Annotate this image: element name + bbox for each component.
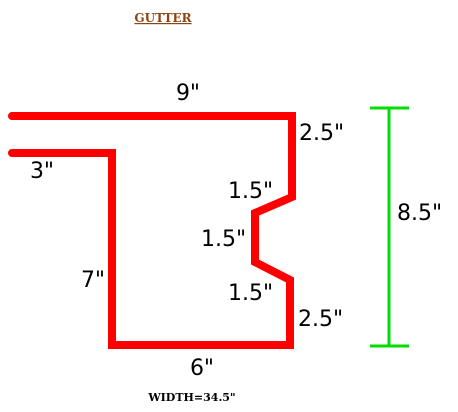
width-total-label: WIDTH=34.5" (147, 391, 235, 404)
label-top-9in: 9" (176, 81, 200, 106)
label-bevel-lower-1-5in: 1.5" (228, 281, 273, 306)
label-overall-height-8-5in: 8.5" (397, 201, 442, 226)
label-front-lower-2-5in: 2.5" (298, 307, 343, 332)
label-back-7in: 7" (81, 268, 105, 293)
label-bottom-6in: 6" (190, 356, 214, 381)
label-bevel-upper-1-5in: 1.5" (228, 179, 273, 204)
label-lip-3in: 3" (30, 159, 54, 184)
label-front-upper-2-5in: 2.5" (299, 121, 344, 146)
height-dimension-line (370, 106, 409, 348)
label-recess-1-5in: 1.5" (201, 227, 246, 252)
gutter-profile-front (8, 112, 296, 349)
diagram-title: GUTTER (134, 11, 192, 25)
